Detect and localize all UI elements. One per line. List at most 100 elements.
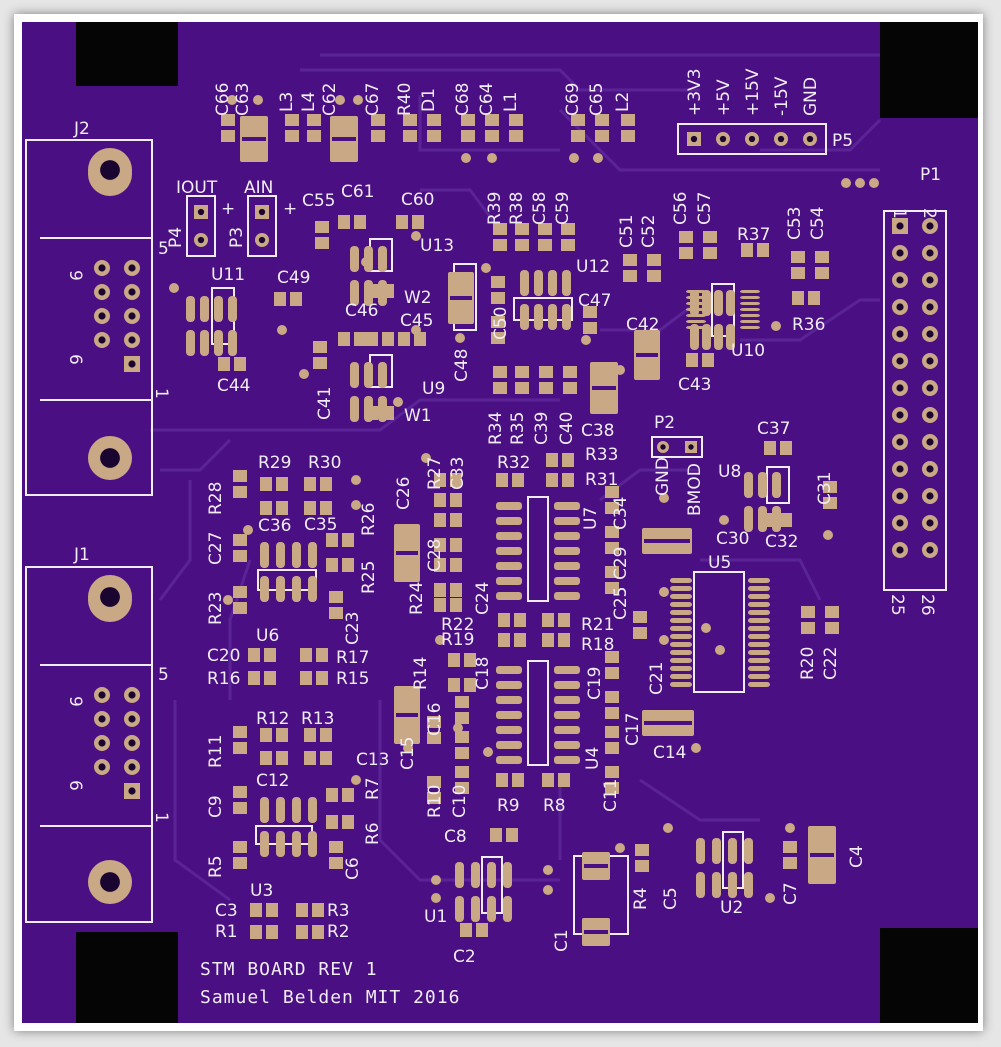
smd-pad bbox=[326, 788, 338, 802]
smd-pad bbox=[285, 130, 299, 142]
smd-pad bbox=[304, 477, 316, 491]
smd-pad bbox=[493, 366, 507, 378]
smd-pad bbox=[561, 223, 575, 235]
ic-pad bbox=[520, 270, 529, 296]
db9-pin-hole bbox=[98, 763, 106, 771]
smd-pad bbox=[538, 239, 552, 251]
smd-pad bbox=[605, 486, 619, 498]
ref-r4: R4 bbox=[631, 887, 651, 910]
ic-pad bbox=[260, 797, 269, 823]
smd-pad bbox=[342, 815, 354, 829]
db9-pin-hole bbox=[98, 691, 106, 699]
u5-pin bbox=[670, 594, 692, 599]
ic-pad bbox=[712, 872, 721, 898]
u5-pin bbox=[670, 634, 692, 639]
smd-pad bbox=[300, 648, 312, 662]
ref-c8: C8 bbox=[444, 827, 467, 847]
ref-r26: R26 bbox=[359, 503, 379, 536]
ref-u4: U4 bbox=[583, 747, 603, 770]
smd-pad bbox=[274, 292, 286, 306]
smd-pad bbox=[558, 613, 570, 627]
ref-c39: C39 bbox=[532, 411, 552, 445]
smd-pad bbox=[329, 841, 343, 853]
smd-pad bbox=[448, 653, 460, 667]
corner-bottom-right bbox=[880, 928, 978, 1023]
ic-pad bbox=[214, 296, 223, 322]
ic-pad bbox=[260, 542, 269, 568]
copper-traces bbox=[150, 53, 882, 902]
u7-pin bbox=[554, 517, 580, 525]
via bbox=[543, 865, 553, 875]
via bbox=[719, 515, 729, 525]
j1-pin1: 1 bbox=[151, 812, 171, 823]
u5-pin bbox=[748, 674, 770, 679]
ref-r1: R1 bbox=[215, 922, 238, 942]
ref-u12: U12 bbox=[576, 257, 610, 277]
ic-pad bbox=[350, 396, 359, 422]
smd-pad bbox=[338, 332, 350, 346]
ref-c57: C57 bbox=[695, 191, 715, 225]
u5-pin bbox=[748, 578, 770, 583]
header-p5-label: P5 bbox=[832, 131, 853, 151]
via bbox=[715, 645, 725, 655]
smd-pad bbox=[491, 316, 505, 328]
smd-pad bbox=[605, 566, 619, 578]
header-pin-hole bbox=[896, 222, 904, 230]
u4-pin bbox=[554, 741, 580, 749]
ic-pad bbox=[276, 831, 285, 857]
ref-c9: C9 bbox=[206, 795, 226, 818]
smd-pad bbox=[546, 473, 558, 487]
u4-pin bbox=[496, 711, 522, 719]
smd-pad bbox=[342, 533, 354, 547]
ref-u7: U7 bbox=[581, 507, 601, 530]
smd-pad bbox=[461, 114, 475, 126]
smd-pad bbox=[290, 292, 302, 306]
via bbox=[659, 587, 669, 597]
smd-pad bbox=[312, 903, 324, 917]
ref-d1: D1 bbox=[419, 88, 439, 112]
ic-pad bbox=[744, 872, 753, 898]
p1-pin26-label: 26 bbox=[917, 594, 937, 616]
smd-pad bbox=[455, 766, 469, 778]
smd-pad bbox=[427, 732, 441, 744]
smd-pad bbox=[320, 501, 332, 515]
ref-c25: C25 bbox=[611, 586, 631, 620]
ref-c35: C35 bbox=[304, 515, 338, 535]
ref-c6: C6 bbox=[343, 857, 363, 880]
capacitor-gap bbox=[396, 713, 418, 717]
capacitor-gap bbox=[636, 353, 658, 357]
ref-c18: C18 bbox=[473, 656, 493, 690]
u5-pin bbox=[670, 658, 692, 663]
ref-c3: C3 bbox=[215, 901, 238, 921]
smd-pad bbox=[498, 633, 510, 647]
smd-pad bbox=[260, 728, 272, 742]
smd-pad bbox=[493, 239, 507, 251]
u7-pin bbox=[496, 592, 522, 600]
capacitor-gap bbox=[592, 386, 616, 390]
smd-pad bbox=[815, 267, 829, 279]
header-pin-hole bbox=[896, 303, 904, 311]
ic-pad bbox=[487, 862, 496, 888]
smd-pad bbox=[448, 678, 460, 692]
u7-pin bbox=[554, 577, 580, 585]
ref-c42: C42 bbox=[626, 315, 660, 335]
ref-u6: U6 bbox=[256, 626, 279, 646]
iout-label: IOUT bbox=[176, 178, 218, 198]
smd-pad bbox=[542, 633, 554, 647]
smd-pad bbox=[434, 598, 446, 612]
mount-hole-hole bbox=[100, 448, 120, 468]
smd-pad bbox=[382, 332, 394, 346]
p5-pin-label: +15V bbox=[743, 68, 763, 116]
smd-pad bbox=[460, 923, 472, 937]
smd-pad bbox=[647, 254, 661, 266]
ref-r23: R23 bbox=[206, 592, 226, 625]
header-pin-hole bbox=[896, 492, 904, 500]
ic-pad bbox=[378, 246, 387, 272]
j2-pin5: 5 bbox=[158, 239, 169, 259]
db9-pin-hole bbox=[98, 336, 106, 344]
via bbox=[569, 153, 579, 163]
ref-r19: R19 bbox=[441, 630, 474, 650]
smd-pad bbox=[427, 130, 441, 142]
p5-pin-label: -15V bbox=[772, 76, 792, 116]
ic-pad bbox=[200, 330, 209, 356]
